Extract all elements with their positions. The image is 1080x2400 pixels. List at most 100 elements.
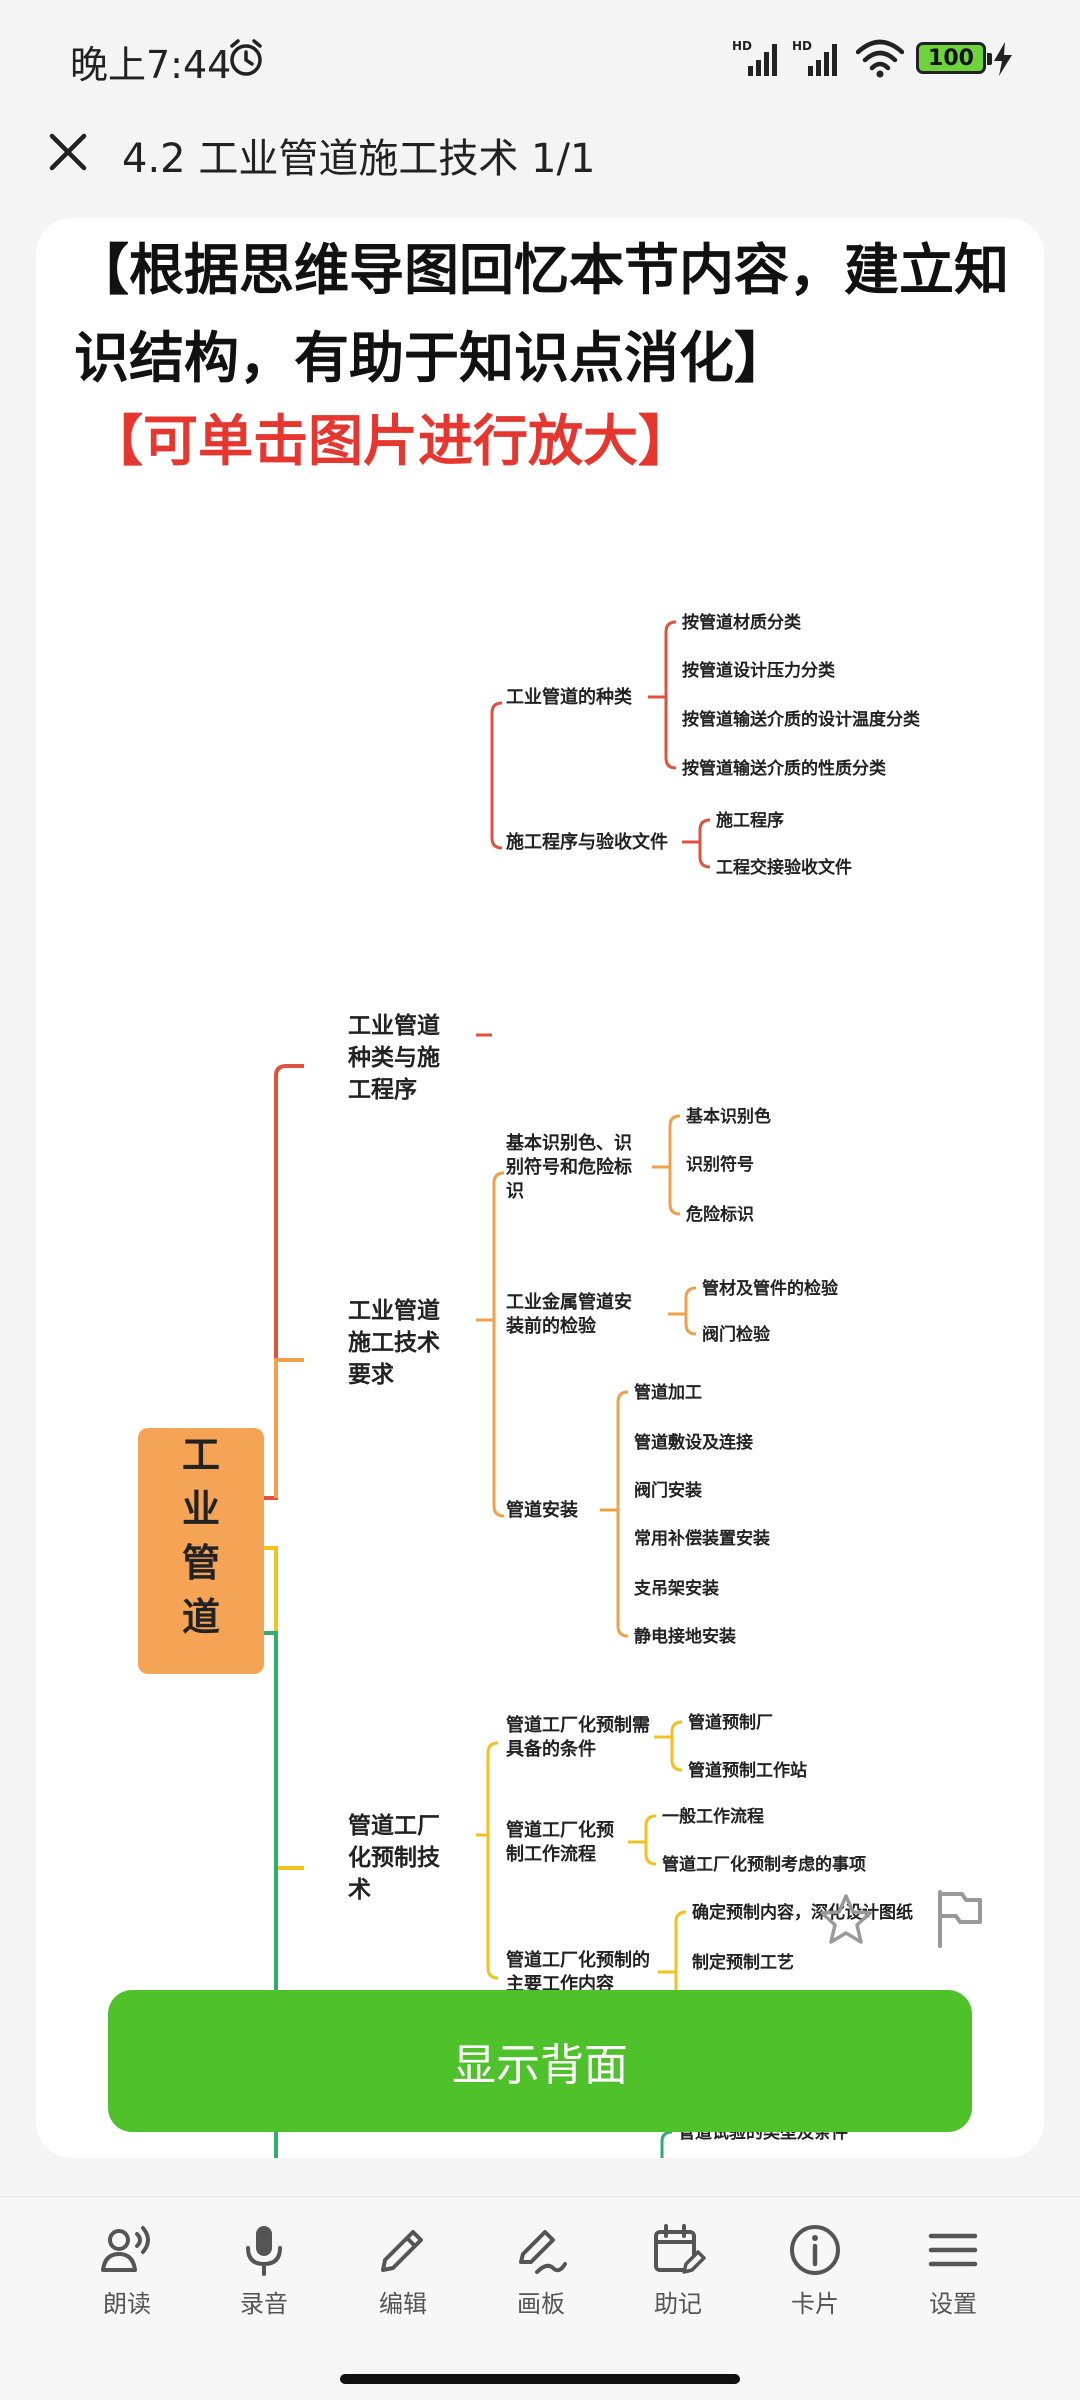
pencil-icon: [381, 2230, 423, 2272]
info-icon: [790, 2225, 840, 2275]
sub-branch-label: 别符号和危险标: [505, 1156, 632, 1178]
mindmap-root-node: [138, 1428, 264, 1674]
tool-label: 卡片: [791, 2290, 839, 2318]
leaf-label: 确定预制内容，深化设计图纸: [692, 1902, 913, 1923]
leaf-label: 按管道输送介质的设计温度分类: [682, 709, 921, 730]
settings-button[interactable]: 设置: [898, 2222, 1008, 2332]
leaf-bracket: [616, 1390, 629, 1638]
mindmap-root-char: 道: [182, 1595, 220, 1639]
sub-branch-label: 基本识别色、识: [505, 1132, 632, 1154]
leaf-label: 管道加工: [634, 1382, 702, 1403]
sub-branch-label: 制工作流程: [506, 1843, 596, 1865]
battery-indicator: 100: [916, 42, 992, 74]
trunk-line: [264, 1064, 304, 1500]
drawing-board-button[interactable]: 画板: [486, 2222, 596, 2332]
sub-branch-label: 管道安装: [506, 1499, 578, 1521]
leaf-bracket: [664, 620, 677, 770]
tool-label: 助记: [654, 2290, 702, 2318]
record-button[interactable]: 录音: [209, 2222, 319, 2332]
mindmap-image[interactable]: 工业管道工业管道种类与施工程序工业管道的种类按管道材质分类按管道设计压力分类按管…: [36, 558, 1044, 2158]
read-aloud-button[interactable]: 朗读: [72, 2222, 182, 2332]
sub-branch-label: 装前的检验: [506, 1315, 597, 1337]
trunk-line: [274, 1358, 304, 1498]
branch-label: 工业管道: [348, 1012, 440, 1039]
sub-branch-label: 工业金属管道安: [506, 1291, 632, 1313]
leaf-bracket: [660, 2130, 673, 2158]
sub-branch-label: 工业管道的种类: [506, 686, 633, 708]
sub-branch-label: 管道工厂化预: [506, 1819, 614, 1841]
show-back-button[interactable]: 显示背面: [108, 1990, 972, 2132]
tool-label: 录音: [240, 2290, 288, 2318]
leaf-bracket: [670, 1720, 683, 1772]
sub-branch-label: 管道工厂化预制的: [506, 1949, 650, 1971]
star-icon[interactable]: [818, 1892, 874, 1948]
read-aloud-icon: [101, 2226, 150, 2272]
page-title: 4.2 工业管道施工技术 1/1: [122, 136, 596, 182]
branch-label: 工业管道: [348, 1297, 440, 1324]
branch-label: 要求: [348, 1362, 394, 1388]
battery-level: 100: [928, 45, 974, 71]
charging-bolt-icon: [994, 42, 1012, 76]
branch-label: 工程序: [348, 1076, 417, 1103]
bottom-toolbar: [0, 2196, 1080, 2400]
leaf-label: 识别符号: [686, 1154, 754, 1175]
leaf-label: 基本识别色: [685, 1106, 771, 1127]
branch-label: 管道工厂: [348, 1812, 440, 1839]
sub-branch-label: 具备的条件: [506, 1738, 596, 1760]
drawing-board-icon: [519, 2230, 567, 2274]
mnemonic-button[interactable]: 助记: [623, 2222, 733, 2332]
branch-label: 化预制技: [348, 1844, 441, 1871]
card-heading: 【根据思维导图回忆本节内容，建立知识结构，有助于知识点消化】: [74, 238, 1010, 390]
leaf-label: 制定预制工艺: [692, 1952, 794, 1973]
tool-label: 画板: [517, 2290, 565, 2318]
mindmap-root-char: 管: [182, 1541, 220, 1585]
leaf-label: 危险标识: [685, 1204, 754, 1225]
trunk-line: [264, 1546, 304, 1870]
leaf-label: 阀门安装: [634, 1480, 702, 1501]
sub-branch-label: 识: [506, 1181, 524, 1202]
card-hint: 【可单击图片进行放大】: [88, 409, 694, 473]
close-icon[interactable]: [46, 130, 90, 174]
leaf-label: 一般工作流程: [662, 1806, 764, 1827]
signal-1-icon: HD: [732, 39, 777, 76]
branch-bracket: [492, 1171, 505, 1518]
leaf-label: 管材及管件的检验: [702, 1278, 839, 1299]
status-bar: 晚上7:44 HD HD 100: [0, 0, 1080, 118]
signal-2-label: HD: [792, 39, 812, 53]
branch-bracket: [490, 701, 503, 850]
branch-label: 种类与施: [347, 1044, 440, 1071]
microphone-icon: [246, 2226, 282, 2276]
flashcard[interactable]: 【根据思维导图回忆本节内容，建立知识结构，有助于知识点消化】 【可单击图片进行放…: [36, 218, 1044, 2158]
branch-bracket: [486, 1741, 499, 1980]
tool-label: 编辑: [379, 2290, 427, 2318]
leaf-label: 按管道材质分类: [682, 612, 802, 633]
edit-button[interactable]: 编辑: [348, 2222, 458, 2332]
leaf-label: 管道敷设及连接: [634, 1432, 753, 1453]
signal-2-icon: HD: [792, 39, 837, 76]
leaf-label: 管道预制厂: [688, 1712, 773, 1733]
leaf-bracket: [668, 1114, 681, 1216]
sub-branch-label: 管道工厂化预制需: [506, 1714, 650, 1736]
calendar-edit-icon: [654, 2224, 706, 2274]
leaf-label: 阀门检验: [702, 1324, 771, 1345]
trunk-line: [264, 1631, 278, 2158]
status-time: 晚上7:44: [70, 43, 232, 87]
sub-branch-label: 施工程序与验收文件: [506, 831, 668, 853]
leaf-bracket: [644, 1814, 657, 1866]
card-info-button[interactable]: 卡片: [760, 2222, 870, 2332]
mindmap-root-char: 工: [182, 1433, 220, 1477]
signal-1-label: HD: [732, 39, 752, 53]
wifi-icon: [856, 39, 904, 78]
leaf-label: 施工程序: [716, 810, 784, 831]
flag-icon[interactable]: [934, 1888, 986, 1948]
sub-branch-label: 主要工作内容: [506, 1973, 614, 1995]
menu-icon: [928, 2233, 978, 2267]
mindmap-svg: 工业管道工业管道种类与施工程序工业管道的种类按管道材质分类按管道设计压力分类按管…: [138, 612, 921, 2158]
alarm-icon: [230, 39, 262, 76]
leaf-label: 支吊架安装: [634, 1578, 719, 1599]
tool-label: 设置: [929, 2290, 977, 2318]
leaf-label: 常用补偿装置安装: [634, 1528, 770, 1549]
branch-label: 术: [348, 1877, 371, 1903]
leaf-label: 工程交接验收文件: [716, 857, 852, 878]
leaf-bracket: [698, 818, 711, 869]
